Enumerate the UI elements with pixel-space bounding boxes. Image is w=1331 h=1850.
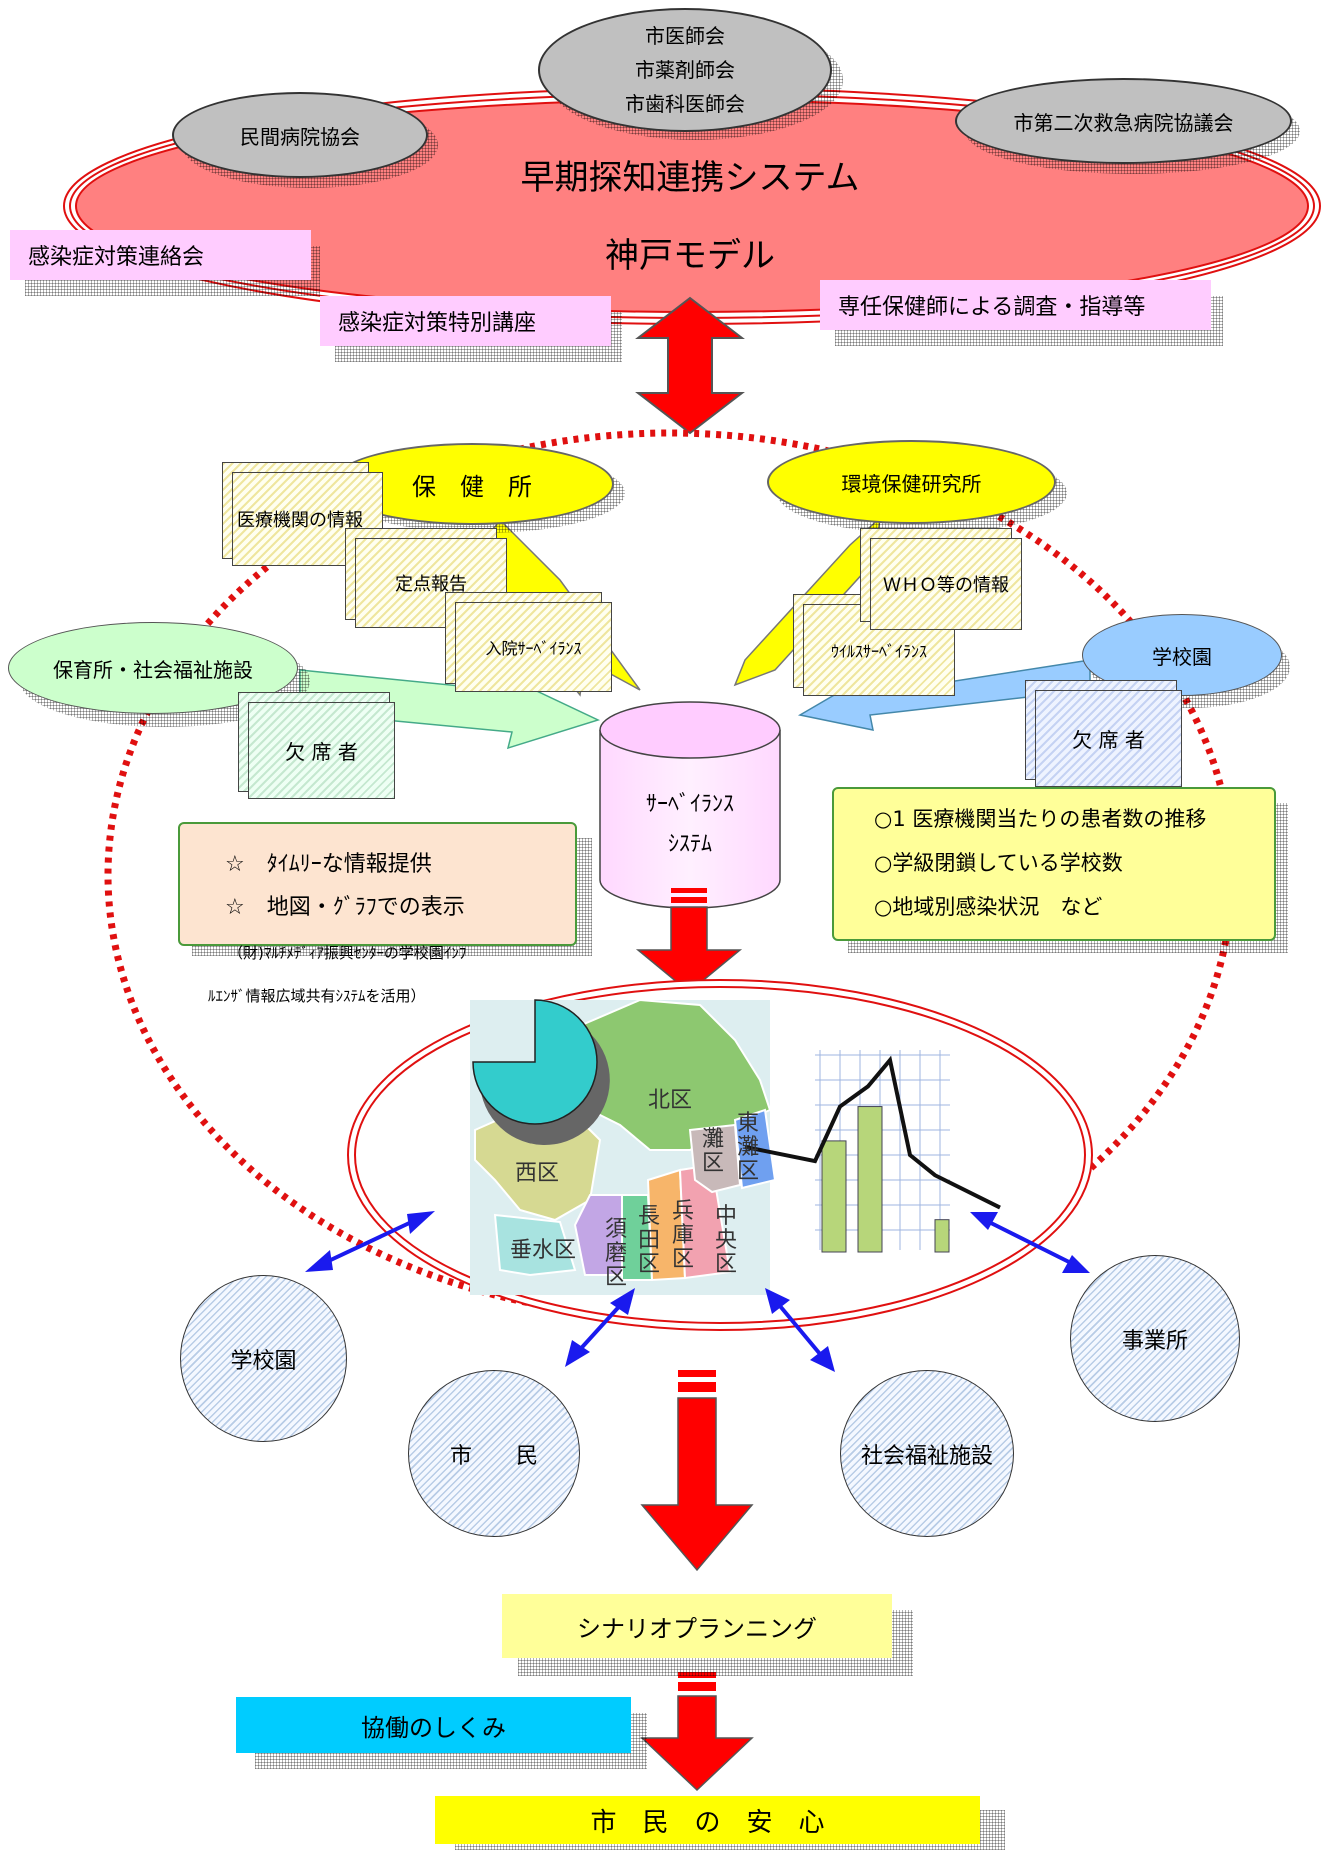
- blue-arrows: [305, 1211, 1090, 1372]
- ward-hyogo: 兵庫区: [672, 1199, 695, 1272]
- kobe-map: [470, 998, 777, 1295]
- scroll-left: ☆ ﾀｲﾑﾘｰな情報提供 ☆ 地図・ｸﾞﾗﾌでの表示: [178, 822, 577, 946]
- mini-chart-bar: [821, 1140, 847, 1253]
- scroll-right-item3: ○地域別感染状況 など: [874, 895, 1103, 919]
- recipient-business-label: 事業所: [1121, 1328, 1188, 1354]
- health-center-label: 保 健 所: [412, 472, 532, 501]
- absent-right-note: 欠 席 者: [1035, 690, 1182, 787]
- scroll-left-item2: ☆ 地図・ｸﾞﾗﾌでの表示: [225, 895, 465, 920]
- sentinel-label: 定点報告: [395, 574, 467, 595]
- medical-association-label: 市医師会: [645, 24, 725, 48]
- virus-label: ｳｲﾙｽｻｰﾍﾞｲﾗﾝｽ: [830, 642, 927, 661]
- scroll-right-item2: ○学級閉鎖している学校数: [874, 851, 1123, 875]
- surveillance-line1: ｻｰﾍﾞｲﾗﾝｽ: [645, 792, 734, 817]
- recipient-citizen-label: 市 民: [449, 1443, 538, 1469]
- map-pie-chart: [472, 999, 610, 1145]
- env-institute-label: 環境保健研究所: [841, 471, 982, 496]
- mini-chart-bar: [934, 1219, 950, 1253]
- ward-nada: 灘区: [702, 1127, 725, 1176]
- who-label: ＷＨＯ等の情報: [883, 575, 1009, 596]
- arrow-down-1-icon: [635, 888, 743, 993]
- recipient-school-label: 学校園: [230, 1348, 297, 1374]
- mini-chart-bars: [821, 1106, 950, 1253]
- scroll-left-item1: ☆ ﾀｲﾑﾘｰな情報提供: [225, 852, 432, 877]
- who-note: ＷＨＯ等の情報: [870, 538, 1022, 630]
- recipient-business-circle: 事業所: [1070, 1255, 1240, 1422]
- citizen-relief-label: 市 民 の 安 心: [435, 1796, 980, 1844]
- scroll-right-item1: ○1 医療機関当たりの患者数の推移: [874, 807, 1207, 831]
- arrow-down-2-icon: [640, 1370, 754, 1572]
- ward-higashinada: 東灘区: [737, 1111, 760, 1184]
- liaison-label: 感染症対策連絡会: [10, 230, 311, 280]
- lecture-label: 感染症対策特別講座: [320, 296, 611, 346]
- scenario-planning-label: シナリオプランニング: [502, 1594, 892, 1658]
- inpatient-note: 入院ｻｰﾍﾞｲﾗﾝｽ: [455, 602, 612, 692]
- medical-info-label: 医療機関の情報: [237, 510, 363, 531]
- scroll-right: ○1 医療機関当たりの患者数の推移 ○学級閉鎖している学校数 ○地域別感染状況 …: [832, 787, 1276, 941]
- mini-chart-bar: [857, 1106, 883, 1253]
- env-institute-oval: 環境保健研究所: [767, 440, 1056, 524]
- private-hospitals-label: 民間病院協会: [240, 124, 360, 149]
- surveillance-line2: ｼｽﾃﾑ: [667, 832, 712, 857]
- nurse-label: 専任保健師による調査・指導等: [820, 280, 1211, 330]
- surveillance-cylinder: [599, 701, 781, 909]
- emergency-council-oval: 市第二次救急病院協議会: [955, 78, 1292, 164]
- inpatient-label: 入院ｻｰﾍﾞｲﾗﾝｽ: [485, 639, 582, 658]
- scroll-footnote1: （財)ﾏﾙﾁﾒﾃﾞｨｱ振興ｾﾝﾀｰの学校園ｲﾝﾌ: [228, 944, 467, 962]
- emergency-council-label: 市第二次救急病院協議会: [1013, 110, 1234, 135]
- collaboration-label: 協働のしくみ: [236, 1697, 631, 1753]
- dental-association-label: 市歯科医師会: [625, 92, 745, 116]
- ward-suma: 須磨区: [605, 1217, 628, 1290]
- ward-tarumi: 垂水区: [510, 1238, 577, 1263]
- absent-right-label: 欠 席 者: [1072, 728, 1145, 752]
- arrow-down-3-icon: [640, 1672, 754, 1792]
- recipient-citizen-circle: 市 民: [408, 1370, 580, 1537]
- ward-nishi: 西区: [515, 1161, 560, 1186]
- scroll-footnote2: ﾙｴﾝｻﾞ情報広域共有ｼｽﾃﾑを活用）: [208, 987, 426, 1005]
- nursery-label: 保育所・社会福祉施設: [53, 657, 253, 682]
- system-title: 早期探知連携システム: [520, 158, 860, 198]
- ward-nagata: 長田区: [638, 1204, 661, 1277]
- absent-left-note: 欠 席 者: [248, 702, 395, 799]
- recipient-welfare-label: 社会福祉施設: [860, 1443, 993, 1469]
- recipient-welfare-circle: 社会福祉施設: [840, 1370, 1014, 1537]
- system-subtitle: 神戸モデル: [605, 236, 775, 276]
- surveillance-system-label: ｻｰﾍﾞｲﾗﾝｽ ｼｽﾃﾑ: [600, 785, 780, 865]
- private-hospitals-oval: 民間病院協会: [172, 92, 428, 178]
- double-arrow-icon: [635, 296, 745, 435]
- pharmacist-association-label: 市薬剤師会: [635, 58, 735, 82]
- recipient-school-circle: 学校園: [180, 1275, 347, 1442]
- school-top-label: 学校園: [1152, 644, 1212, 669]
- ward-kita: 北区: [648, 1088, 693, 1113]
- medical-associations-oval: 市医師会 市薬剤師会 市歯科医師会: [538, 8, 832, 132]
- absent-left-label: 欠 席 者: [285, 740, 358, 764]
- mini-chart-line: [744, 1055, 1001, 1210]
- ward-chuo: 中央区: [715, 1204, 738, 1277]
